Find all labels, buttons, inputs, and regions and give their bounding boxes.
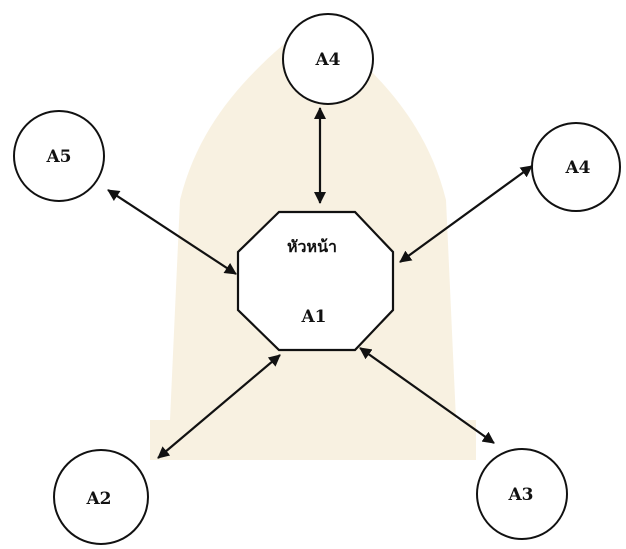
node-a3: A3 (476, 448, 568, 540)
node-label: A2 (85, 489, 111, 509)
node-circle (53, 449, 149, 545)
edge-a1-a3 (359, 347, 495, 444)
node-label: A4 (564, 158, 590, 178)
node-a5: A5 (13, 110, 105, 202)
node-circle (282, 13, 374, 105)
edge-a1-a2 (157, 354, 281, 459)
node-circle (476, 448, 568, 540)
node-label: A5 (45, 147, 71, 167)
node-head-id: A1 (300, 307, 326, 327)
node-head-a1: หัวหน้า A1 (236, 210, 395, 352)
node-a4-top: A4 (282, 13, 374, 105)
edge-a1-a4-right (399, 165, 533, 263)
node-label: A3 (507, 485, 533, 505)
node-a4-right: A4 (531, 122, 621, 212)
node-circle (531, 122, 621, 212)
node-a2: A2 (53, 449, 149, 545)
node-circle (13, 110, 105, 202)
octagon-shape (236, 210, 395, 352)
edge-a1-a5 (107, 189, 237, 275)
node-label: A4 (314, 50, 340, 70)
node-head-title: หัวหน้า (287, 237, 337, 256)
